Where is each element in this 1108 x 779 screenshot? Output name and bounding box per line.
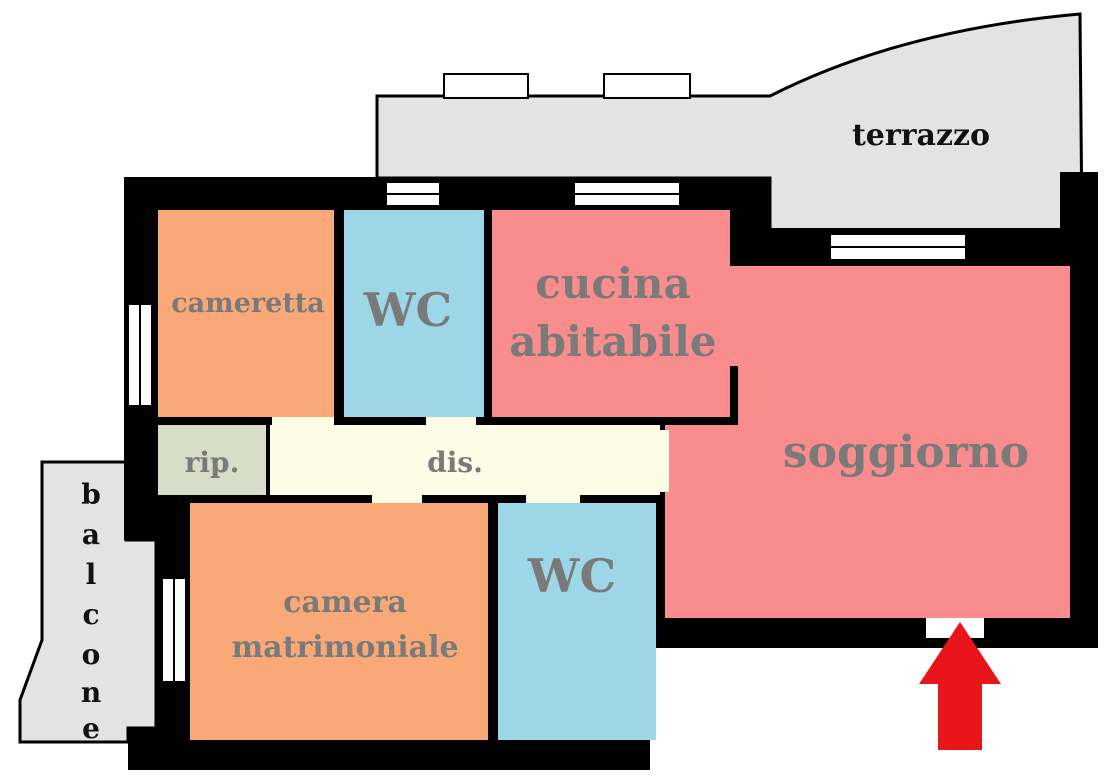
balcone-letter: n <box>81 676 101 709</box>
label-cucina-line2: abitabile <box>509 317 716 366</box>
room-wc-top <box>344 210 484 417</box>
label-ripostiglio: rip. <box>185 446 240 479</box>
door-wc-top <box>426 417 476 425</box>
label-balcone: b a l c o n e <box>81 478 101 745</box>
room-cucina <box>492 210 730 417</box>
terrazzo-area <box>375 12 1084 232</box>
entrance-arrow-icon <box>919 622 1001 750</box>
window <box>443 73 529 99</box>
balcone-letter: o <box>82 638 101 671</box>
door-cameretta <box>272 417 334 425</box>
door-camera <box>372 495 422 503</box>
label-wc-bottom: WC <box>527 549 616 603</box>
label-soggiorno: soggiorno <box>783 427 1029 478</box>
opening-cucina <box>726 266 742 366</box>
balcone-letter: l <box>86 558 97 591</box>
room-ripostiglio <box>158 425 266 495</box>
label-disimpegno: dis. <box>427 446 483 479</box>
balcone-letter: c <box>82 598 99 631</box>
label-cucina-line1: cucina <box>535 259 690 308</box>
room-disimpegno <box>270 425 660 495</box>
room-wc-bottom <box>498 503 656 740</box>
door-soggiorno <box>655 430 669 492</box>
balcone-letter: a <box>82 518 100 551</box>
balcone-letter: b <box>81 478 101 511</box>
label-camera-line2: matrimoniale <box>231 630 458 665</box>
room-camera <box>190 503 488 740</box>
label-wc-top: WC <box>363 283 452 337</box>
balcone-letter: e <box>82 712 100 745</box>
door-wc-bottom <box>526 495 580 503</box>
label-cameretta: cameretta <box>171 288 325 319</box>
room-cameretta <box>158 210 334 417</box>
entrance-gap <box>926 618 984 638</box>
label-camera-line1: camera <box>283 585 407 620</box>
label-terrazzo: terrazzo <box>852 118 990 153</box>
room-soggiorno <box>665 266 1070 618</box>
window <box>603 73 691 99</box>
